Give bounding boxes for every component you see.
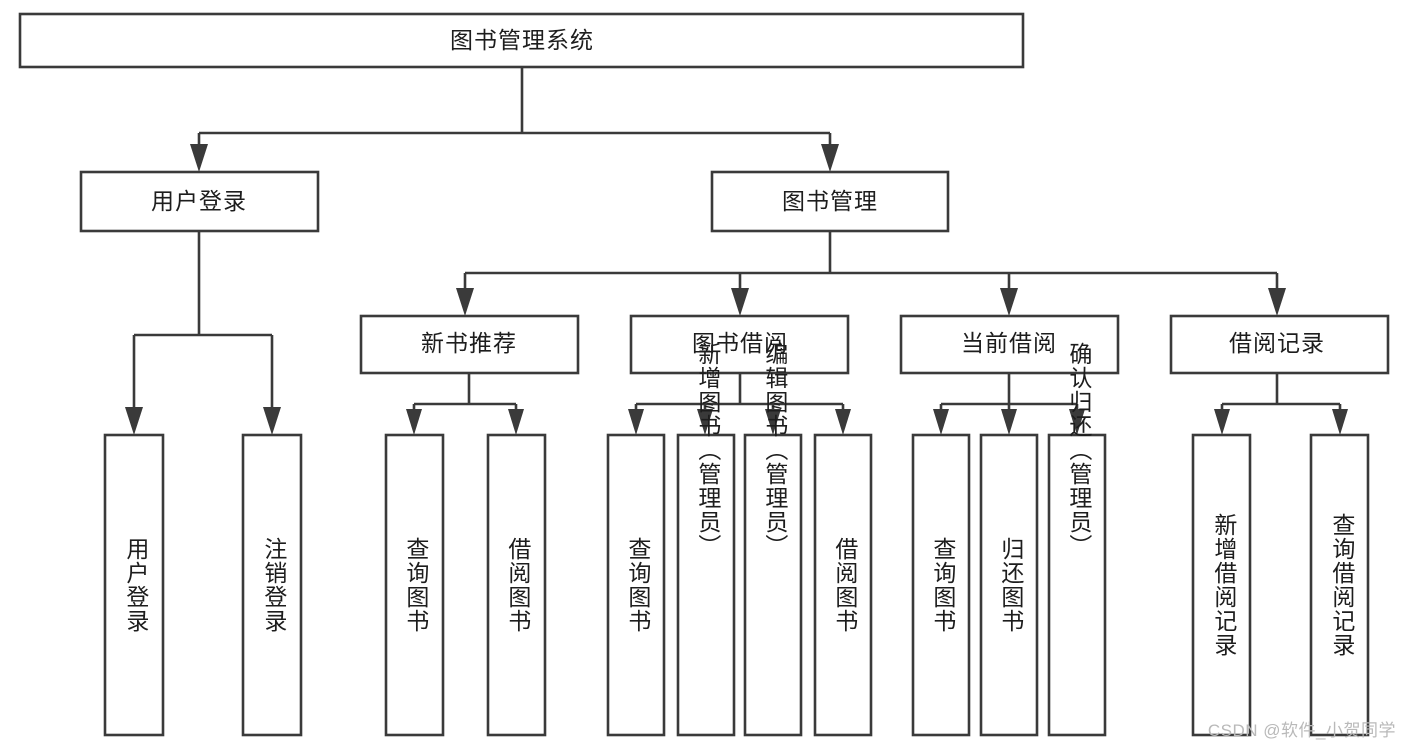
node-leaf-add-borrow-record[interactable]: 新增借阅记录 bbox=[1191, 433, 1252, 737]
node-leaf-edit-book-admin-label: 编辑图书（管理员） bbox=[762, 342, 789, 558]
node-leaf-confirm-return-admin-label: 确认归还（管理员） bbox=[1066, 342, 1093, 558]
node-leaf-edit-book-admin[interactable]: 编辑图书（管理员） bbox=[743, 342, 803, 737]
node-current-borrow[interactable]: 当前借阅 bbox=[899, 314, 1120, 375]
arrow-cb-leaf-3 bbox=[1069, 409, 1085, 435]
arrow-nbr-leaf-1 bbox=[406, 409, 422, 435]
node-new-book-recommend-label: 新书推荐 bbox=[421, 330, 517, 356]
node-root-label: 图书管理系统 bbox=[450, 27, 594, 53]
node-leaf-user-login-box[interactable] bbox=[103, 433, 165, 737]
node-new-book-recommend[interactable]: 新书推荐 bbox=[359, 314, 580, 375]
node-leaf-borrow-book-2[interactable]: 借阅图书 bbox=[813, 433, 873, 737]
node-leaf-borrow-book-1[interactable]: 借阅图书 bbox=[486, 433, 547, 737]
node-leaf-query-borrow-record-box[interactable] bbox=[1309, 433, 1370, 737]
node-leaf-logout-login-box[interactable] bbox=[241, 433, 303, 737]
arrow-br-leaf-1 bbox=[1214, 409, 1230, 435]
arrow-user-login-leaf-1 bbox=[125, 407, 143, 435]
node-leaf-add-book-admin-box[interactable] bbox=[676, 433, 736, 737]
node-book-borrow-label: 图书借阅 bbox=[692, 330, 788, 356]
node-book-management-box[interactable] bbox=[710, 170, 950, 233]
node-user-login-label: 用户登录 bbox=[151, 188, 247, 214]
node-current-borrow-box[interactable] bbox=[899, 314, 1120, 375]
node-leaf-borrow-book-2-label: 借阅图书 bbox=[832, 537, 859, 633]
node-leaf-query-borrow-record[interactable]: 查询借阅记录 bbox=[1309, 433, 1370, 737]
node-leaf-query-book-3[interactable]: 查询图书 bbox=[911, 433, 971, 737]
node-borrow-record-label: 借阅记录 bbox=[1229, 330, 1325, 356]
node-leaf-user-login[interactable]: 用户登录 bbox=[103, 433, 165, 737]
node-user-login-box[interactable] bbox=[79, 170, 320, 233]
node-leaf-borrow-book-1-box[interactable] bbox=[486, 433, 547, 737]
arrow-bm-to-borrow-record bbox=[1268, 288, 1286, 316]
node-leaf-add-borrow-record-box[interactable] bbox=[1191, 433, 1252, 737]
node-leaf-query-book-2-box[interactable] bbox=[606, 433, 666, 737]
node-leaf-user-login-label: 用户登录 bbox=[123, 537, 150, 633]
node-leaf-logout-login[interactable]: 注销登录 bbox=[241, 433, 303, 737]
node-leaf-query-borrow-record-label: 查询借阅记录 bbox=[1329, 513, 1356, 657]
arrow-bb-leaf-1 bbox=[628, 409, 644, 435]
node-leaf-query-book-1[interactable]: 查询图书 bbox=[384, 433, 445, 737]
connector-layer bbox=[125, 67, 1348, 435]
arrow-root-to-user-login bbox=[190, 144, 208, 172]
arrow-bb-leaf-3 bbox=[765, 409, 781, 435]
arrow-cb-leaf-2 bbox=[1001, 409, 1017, 435]
node-book-borrow-box[interactable] bbox=[629, 314, 850, 375]
node-current-borrow-label: 当前借阅 bbox=[961, 330, 1057, 356]
node-root-box[interactable] bbox=[18, 12, 1025, 69]
node-borrow-record-box[interactable] bbox=[1169, 314, 1390, 375]
node-leaf-return-book[interactable]: 归还图书 bbox=[979, 433, 1039, 737]
arrow-bb-leaf-2 bbox=[697, 409, 713, 435]
node-root[interactable]: 图书管理系统 bbox=[18, 12, 1025, 69]
arrow-bm-to-book-borrow bbox=[731, 288, 749, 316]
node-leaf-logout-login-label: 注销登录 bbox=[261, 537, 288, 633]
node-leaf-return-book-label: 归还图书 bbox=[998, 537, 1025, 633]
node-leaf-query-book-3-label: 查询图书 bbox=[930, 537, 957, 633]
node-leaf-edit-book-admin-box[interactable] bbox=[743, 433, 803, 737]
node-book-management-label: 图书管理 bbox=[782, 188, 878, 214]
arrow-cb-leaf-1 bbox=[933, 409, 949, 435]
node-leaf-query-book-2-label: 查询图书 bbox=[625, 537, 652, 633]
arrow-bb-leaf-4 bbox=[835, 409, 851, 435]
node-leaf-add-book-admin-label: 新增图书（管理员） bbox=[695, 342, 722, 558]
node-user-login[interactable]: 用户登录 bbox=[79, 170, 320, 233]
node-leaf-return-book-box[interactable] bbox=[979, 433, 1039, 737]
node-leaf-query-book-1-box[interactable] bbox=[384, 433, 445, 737]
node-new-book-recommend-box[interactable] bbox=[359, 314, 580, 375]
node-leaf-borrow-book-1-label: 借阅图书 bbox=[505, 537, 532, 633]
node-leaf-query-book-3-box[interactable] bbox=[911, 433, 971, 737]
arrow-bm-to-new-book-recommend bbox=[456, 288, 474, 316]
node-borrow-record[interactable]: 借阅记录 bbox=[1169, 314, 1390, 375]
node-leaf-borrow-book-2-box[interactable] bbox=[813, 433, 873, 737]
arrow-br-leaf-2 bbox=[1332, 409, 1348, 435]
node-leaf-confirm-return-admin[interactable]: 确认归还（管理员） bbox=[1047, 342, 1107, 737]
arrow-nbr-leaf-2 bbox=[508, 409, 524, 435]
arrow-root-to-book-management bbox=[821, 144, 839, 172]
node-leaf-confirm-return-admin-box[interactable] bbox=[1047, 433, 1107, 737]
arrow-user-login-leaf-2 bbox=[263, 407, 281, 435]
node-leaf-add-borrow-record-label: 新增借阅记录 bbox=[1211, 513, 1238, 657]
arrow-bm-to-current-borrow bbox=[1000, 288, 1018, 316]
node-leaf-add-book-admin[interactable]: 新增图书（管理员） bbox=[676, 342, 736, 737]
node-book-borrow[interactable]: 图书借阅 bbox=[629, 314, 850, 375]
node-leaf-query-book-1-label: 查询图书 bbox=[403, 537, 430, 633]
node-book-management[interactable]: 图书管理 bbox=[710, 170, 950, 233]
node-leaf-query-book-2[interactable]: 查询图书 bbox=[606, 433, 666, 737]
